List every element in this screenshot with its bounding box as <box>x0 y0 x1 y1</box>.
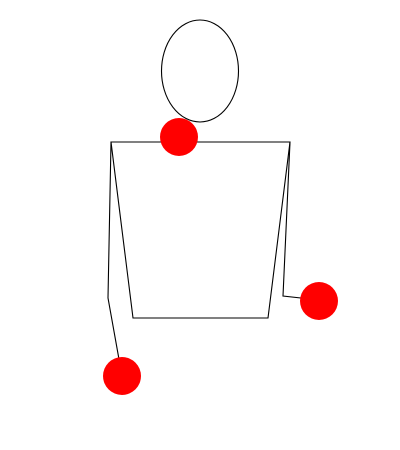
figure-left-arm <box>107 141 123 377</box>
neck-marker <box>160 118 198 156</box>
figure-head <box>160 19 240 123</box>
left-hand-marker <box>103 357 141 395</box>
right-hand-marker <box>300 282 338 320</box>
figure-torso <box>110 141 291 319</box>
figure-right-arm <box>282 141 320 301</box>
